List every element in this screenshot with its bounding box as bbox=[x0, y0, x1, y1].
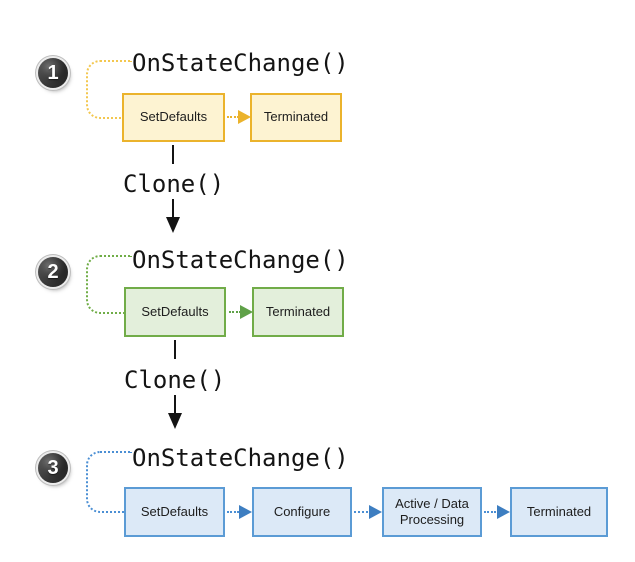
state-label: Active / Data Processing bbox=[395, 495, 469, 527]
arrow-right-icon-3b bbox=[369, 505, 382, 519]
arrow-down-icon-2 bbox=[168, 413, 182, 429]
state-box-setdefaults-1: SetDefaults bbox=[122, 93, 225, 142]
arrow-down-icon-1 bbox=[166, 217, 180, 233]
arrow-right-icon-1 bbox=[238, 110, 251, 124]
state-label: SetDefaults bbox=[139, 109, 208, 125]
state-label: Configure bbox=[273, 503, 331, 519]
event-handler-label-3: OnStateChange() bbox=[132, 444, 349, 472]
state-label: Terminated bbox=[263, 109, 329, 125]
clone-line-bottom-1 bbox=[172, 199, 174, 218]
transition-dotted-line-3a bbox=[227, 511, 239, 513]
step-1-badge: 1 bbox=[38, 58, 68, 88]
transition-dotted-line-2 bbox=[229, 311, 241, 313]
state-label: Terminated bbox=[526, 503, 592, 519]
clone-call-label-2: Clone() bbox=[124, 366, 226, 394]
onstatechange-connector-3 bbox=[86, 451, 132, 513]
state-box-setdefaults-3: SetDefaults bbox=[124, 487, 225, 537]
arrow-right-icon-2 bbox=[240, 305, 253, 319]
state-box-active-data-processing-3: Active / Data Processing bbox=[382, 487, 482, 537]
state-box-setdefaults-2: SetDefaults bbox=[124, 287, 226, 337]
event-handler-label-2: OnStateChange() bbox=[132, 246, 349, 274]
clone-line-top-1 bbox=[172, 145, 174, 164]
clone-line-bottom-2 bbox=[174, 395, 176, 414]
clone-call-label-1: Clone() bbox=[123, 170, 225, 198]
state-label: SetDefaults bbox=[140, 503, 209, 519]
state-label: SetDefaults bbox=[141, 303, 209, 319]
state-box-terminated-3: Terminated bbox=[510, 487, 608, 537]
arrow-right-icon-3a bbox=[239, 505, 252, 519]
transition-dotted-line-3b bbox=[354, 511, 368, 513]
onstatechange-connector-2 bbox=[86, 255, 132, 314]
state-box-terminated-1: Terminated bbox=[250, 93, 342, 142]
transition-dotted-line-1 bbox=[227, 116, 239, 118]
state-label: Terminated bbox=[265, 303, 331, 319]
step-2-badge: 2 bbox=[38, 257, 68, 287]
state-box-terminated-2: Terminated bbox=[252, 287, 344, 337]
transition-dotted-line-3c bbox=[484, 511, 496, 513]
onstatechange-connector-1 bbox=[86, 60, 132, 119]
state-box-configure-3: Configure bbox=[252, 487, 352, 537]
clone-line-top-2 bbox=[174, 340, 176, 359]
step-3-badge: 3 bbox=[38, 453, 68, 483]
arrow-right-icon-3c bbox=[497, 505, 510, 519]
event-handler-label-1: OnStateChange() bbox=[132, 49, 349, 77]
